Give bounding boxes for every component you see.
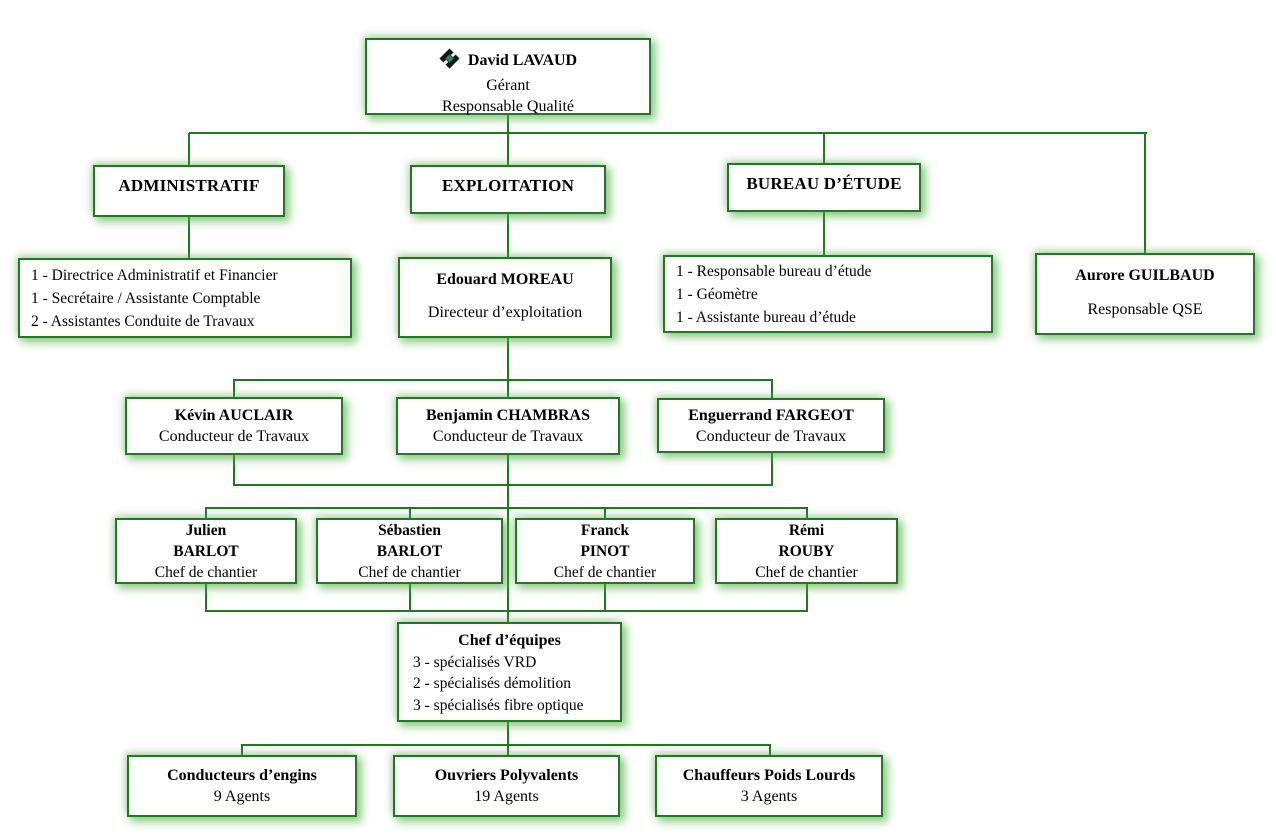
person-role: Conducteur de Travaux bbox=[432, 428, 584, 445]
node-enguerrand-fargeot: Enguerrand FARGEOT Conducteur de Travaux bbox=[657, 398, 885, 453]
staff-line: 1 - Directrice Administratif et Financie… bbox=[31, 266, 278, 284]
connector bbox=[205, 508, 207, 518]
node-aurore-guilbaud: Aurore GUILBAUD Responsable QSE bbox=[1035, 253, 1255, 335]
person-last-name: BARLOT bbox=[376, 542, 443, 560]
person-role: Directeur d’exploitation bbox=[427, 304, 583, 321]
node-conducteurs-engins: Conducteurs d’engins 9 Agents bbox=[127, 755, 357, 817]
node-edouard-moreau: Edouard MOREAU Directeur d’exploitation bbox=[398, 257, 612, 338]
person-name-row: David LAVAUD bbox=[367, 48, 649, 75]
connector bbox=[769, 745, 771, 755]
connector bbox=[205, 610, 808, 612]
node-chef-equipes: Chef d’équipes 3 - spécialisés VRD 2 - s… bbox=[397, 622, 622, 722]
staff-line: 1 - Responsable bureau d’étude bbox=[676, 262, 872, 280]
person-name: Kévin AUCLAIR bbox=[174, 407, 294, 424]
person-first-name: Rémi bbox=[788, 521, 825, 539]
staff-line: 1 - Géomètre bbox=[676, 285, 758, 303]
team-count: 3 Agents bbox=[740, 788, 798, 805]
team-title: Conducteurs d’engins bbox=[167, 767, 317, 784]
connector bbox=[507, 133, 509, 165]
person-role: Chef de chantier bbox=[358, 563, 461, 581]
connector bbox=[771, 380, 773, 398]
person-last-name: ROUBY bbox=[778, 542, 835, 560]
connector bbox=[188, 133, 190, 165]
connector bbox=[823, 133, 825, 163]
dept-title: BUREAU D’ÉTUDE bbox=[746, 174, 902, 193]
team-line: 3 - spécialisés VRD bbox=[413, 653, 537, 671]
connector bbox=[205, 584, 207, 612]
connector bbox=[507, 455, 509, 622]
connector bbox=[188, 217, 190, 258]
node-david-lavaud: David LAVAUD Gérant Responsable Qualité bbox=[365, 38, 651, 115]
connector bbox=[604, 508, 606, 518]
person-role: Chef de chantier bbox=[553, 563, 657, 581]
node-benjamin-chambras: Benjamin CHAMBRAS Conducteur de Travaux bbox=[396, 397, 620, 455]
node-remi-rouby: Rémi ROUBY Chef de chantier bbox=[715, 518, 898, 584]
dept-bureau-etude: BUREAU D’ÉTUDE bbox=[727, 163, 921, 212]
person-last-name: PINOT bbox=[580, 542, 630, 560]
dept-administratif: ADMINISTRATIF bbox=[93, 165, 285, 217]
person-role: Responsable Qualité bbox=[442, 98, 574, 115]
connector bbox=[233, 484, 773, 486]
team-count: 9 Agents bbox=[213, 788, 271, 805]
team-count: 19 Agents bbox=[474, 788, 539, 805]
connector bbox=[409, 584, 411, 612]
person-name: Benjamin CHAMBRAS bbox=[425, 407, 590, 424]
admin-staff-list: 1 - Directrice Administratif et Financie… bbox=[18, 258, 352, 338]
connector bbox=[604, 584, 606, 612]
team-line: 2 - spécialisés démolition bbox=[413, 675, 571, 692]
person-role: Chef de chantier bbox=[755, 563, 858, 581]
connector bbox=[1144, 133, 1146, 253]
connector bbox=[233, 455, 235, 486]
staff-line: 1 - Secrétaire / Assistante Comptable bbox=[31, 289, 261, 307]
bureau-staff-list: 1 - Responsable bureau d’étude 1 - Géomè… bbox=[663, 255, 993, 333]
staff-line: 2 - Assistantes Conduite de Travaux bbox=[31, 312, 255, 330]
connector bbox=[507, 745, 509, 755]
staff-line: 1 - Assistante bureau d’étude bbox=[676, 308, 856, 326]
connector bbox=[409, 508, 411, 518]
company-diamond-logo-icon bbox=[439, 48, 460, 75]
node-franck-pinot: Franck PINOT Chef de chantier bbox=[515, 518, 695, 584]
person-role: Conducteur de Travaux bbox=[695, 427, 847, 445]
connector bbox=[507, 380, 509, 397]
connector bbox=[189, 132, 1147, 134]
connector bbox=[241, 745, 243, 755]
person-name: Aurore GUILBAUD bbox=[1075, 267, 1215, 284]
person-first-name: Julien bbox=[185, 521, 227, 539]
node-julien-barlot: Julien BARLOT Chef de chantier bbox=[115, 518, 297, 584]
node-ouvriers-polyvalents: Ouvriers Polyvalents 19 Agents bbox=[393, 755, 620, 817]
connector bbox=[233, 380, 235, 397]
dept-title: ADMINISTRATIF bbox=[118, 176, 260, 195]
node-sebastien-barlot: Sébastien BARLOT Chef de chantier bbox=[316, 518, 503, 584]
person-first-name: Sébastien bbox=[378, 521, 441, 539]
person-role: Conducteur de Travaux bbox=[158, 428, 310, 445]
dept-exploitation: EXPLOITATION bbox=[410, 165, 606, 214]
connector bbox=[507, 214, 509, 257]
connector bbox=[806, 584, 808, 612]
person-last-name: BARLOT bbox=[173, 542, 239, 560]
team-title: Ouvriers Polyvalents bbox=[434, 767, 579, 784]
connector bbox=[241, 744, 771, 746]
team-title: Chauffeurs Poids Lourds bbox=[682, 767, 856, 784]
connector bbox=[507, 722, 509, 746]
connector bbox=[205, 507, 808, 509]
person-name: Enguerrand FARGEOT bbox=[688, 406, 854, 424]
team-line: 3 - spécialisés fibre optique bbox=[413, 696, 584, 714]
connector bbox=[771, 453, 773, 486]
node-title: Chef d’équipes bbox=[458, 632, 561, 649]
person-role: Gérant bbox=[486, 77, 530, 94]
node-chauffeurs-poids-lourds: Chauffeurs Poids Lourds 3 Agents bbox=[655, 755, 883, 817]
node-kevin-auclair: Kévin AUCLAIR Conducteur de Travaux bbox=[125, 397, 343, 455]
dept-title: EXPLOITATION bbox=[441, 176, 575, 195]
person-name: David LAVAUD bbox=[467, 52, 578, 69]
person-first-name: Franck bbox=[580, 521, 630, 539]
connector bbox=[806, 508, 808, 518]
connector bbox=[507, 115, 509, 134]
person-role: Chef de chantier bbox=[154, 563, 258, 581]
person-role: Responsable QSE bbox=[1087, 301, 1203, 318]
connector bbox=[823, 212, 825, 255]
connector bbox=[507, 338, 509, 380]
person-name: Edouard MOREAU bbox=[436, 271, 574, 288]
connector bbox=[233, 379, 773, 381]
